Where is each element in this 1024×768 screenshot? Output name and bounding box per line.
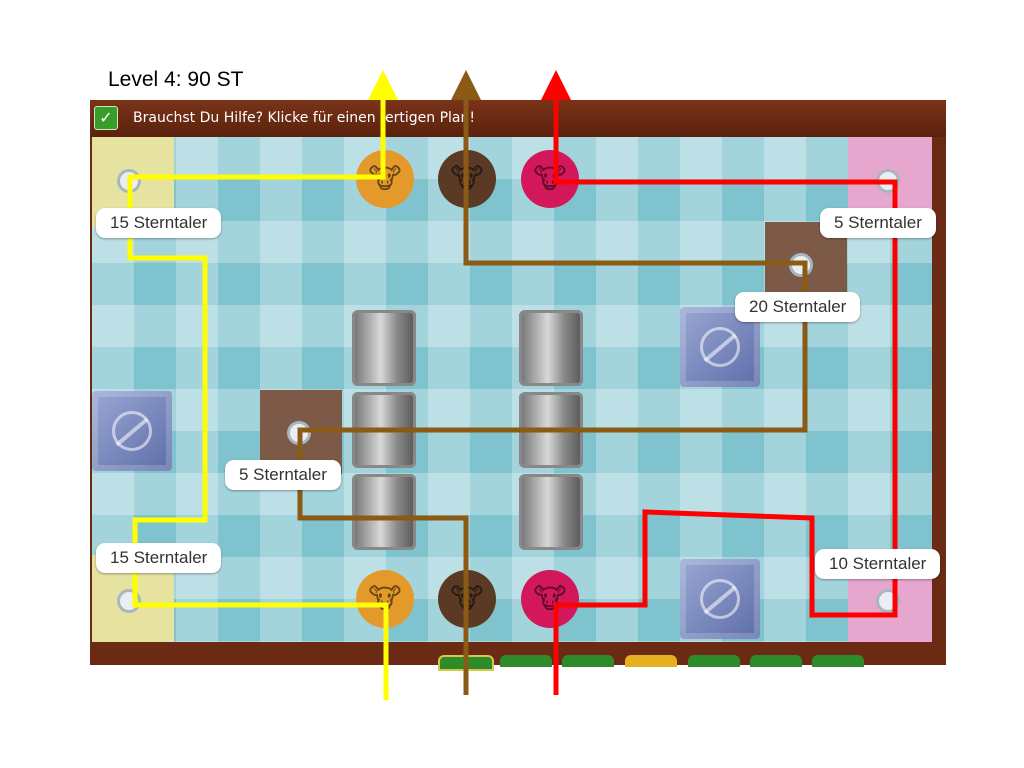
reward-label: 10 Sterntaler	[815, 549, 941, 579]
pink-cow-top[interactable]: 🐮	[521, 150, 579, 208]
reward-label: 15 Sterntaler	[96, 208, 222, 238]
toolbar-slot[interactable]	[750, 655, 802, 667]
help-bar	[90, 100, 946, 137]
blocked-tile	[92, 391, 172, 471]
reward-label: 20 Sterntaler	[735, 292, 861, 322]
reward-label: 5 Sterntaler	[225, 460, 341, 490]
pipe-segment[interactable]	[352, 474, 416, 550]
toolbar-slot[interactable]	[688, 655, 740, 667]
red-route	[541, 70, 898, 695]
pipe-segment[interactable]	[519, 310, 583, 386]
brown-route	[297, 70, 808, 695]
yellow-route	[127, 70, 398, 700]
pipe-segment[interactable]	[519, 474, 583, 550]
reward-label: 15 Sterntaler	[96, 543, 222, 573]
toolbar-slot[interactable]	[812, 655, 864, 667]
blocked-tile	[680, 559, 760, 639]
game-board	[92, 137, 932, 642]
help-checkbox[interactable]: ✓	[94, 106, 118, 130]
pink-cow-bottom[interactable]: 🐮	[521, 570, 579, 628]
no-entry-icon	[700, 579, 740, 619]
help-text[interactable]: Brauchst Du Hilfe? Klicke für einen fert…	[133, 110, 475, 126]
no-entry-icon	[700, 327, 740, 367]
pipe-segment[interactable]	[352, 310, 416, 386]
level-title: Level 4: 90 ST	[108, 68, 244, 91]
toolbar-slot[interactable]	[500, 655, 552, 667]
reward-label: 5 Sterntaler	[820, 208, 936, 238]
orange-cow-bottom[interactable]: 🐮	[356, 570, 414, 628]
toolbar-slot[interactable]	[562, 655, 614, 667]
toolbar-slot[interactable]	[625, 655, 677, 667]
blocked-tile	[680, 307, 760, 387]
no-entry-icon	[112, 411, 152, 451]
